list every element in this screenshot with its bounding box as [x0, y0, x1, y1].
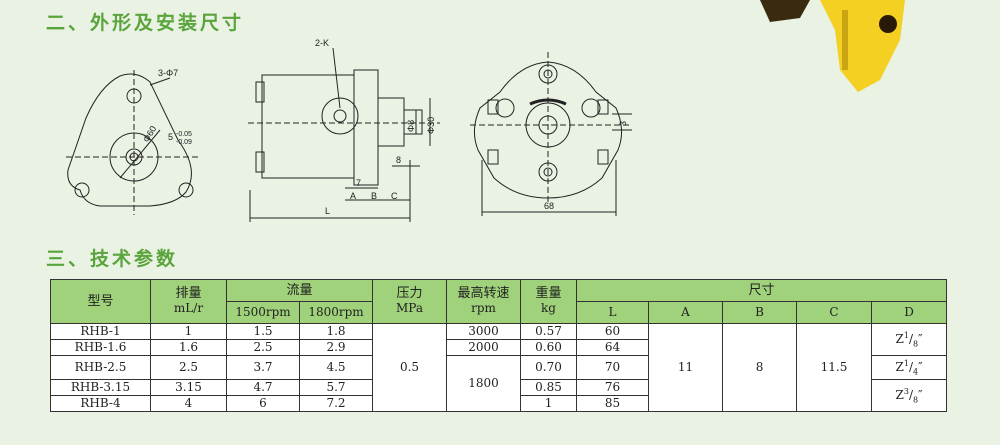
table-row: RHB-3.15 3.15 4.7 5.7 0.85 76 Z3/8″ — [50, 379, 948, 413]
cell-flow-1500: 4.7 — [226, 379, 300, 397]
header-model: 型号 — [50, 279, 151, 324]
cell-speed: 2000 — [446, 339, 522, 356]
cell-model: RHB-2.5 — [50, 354, 151, 381]
cell-dim-d: Z3/8″ — [871, 379, 948, 413]
cell-weight: 0.57 — [520, 323, 578, 340]
cell-speed: 1800 — [446, 354, 522, 413]
cell-dim-l: 64 — [576, 339, 650, 356]
cell-displacement: 3.15 — [150, 379, 227, 397]
side-view-drawing — [248, 47, 440, 222]
product-photo — [760, 0, 905, 92]
header-dim-a: A — [648, 301, 724, 324]
pilot-dia-label: Φ30 — [426, 117, 436, 134]
header-dim-c: C — [796, 301, 873, 324]
cell-weight: 1 — [520, 395, 578, 413]
cell-weight: 0.60 — [520, 339, 578, 356]
cell-dim-l: 85 — [576, 395, 650, 413]
header-flow: 流量 — [225, 279, 374, 302]
tolerance-label: 5 — [168, 132, 173, 142]
port-label: 2-K — [315, 38, 329, 48]
table-row: RHB-4 4 6 7.2 1 85 — [50, 395, 947, 413]
technical-drawings: 3-Φ7 Φ60 5 -0.05 -0.09 2-K Φ8 Φ30 8 7 A … — [66, 0, 905, 222]
cell-displacement: 1.6 — [150, 339, 227, 356]
cell-displacement: 4 — [150, 395, 227, 413]
cell-model: RHB-1.6 — [50, 339, 151, 356]
cell-displacement: 1 — [150, 323, 227, 340]
length7-label: 7 — [356, 178, 361, 188]
section-heading-specs: 三、技术参数 — [46, 248, 179, 270]
cell-flow-1800: 4.5 — [298, 354, 374, 381]
dim-c-label: C — [391, 191, 398, 201]
header-flow-1500: 1500rpm — [226, 301, 300, 324]
tolerance-upper: -0.05 — [176, 131, 192, 138]
cell-dim-a: 11 — [648, 322, 724, 413]
cell-flow-1500: 2.5 — [226, 339, 300, 356]
cell-weight: 0.85 — [520, 379, 578, 397]
front-view-drawing — [66, 70, 200, 215]
width68-label: 68 — [544, 201, 554, 211]
cell-model: RHB-4 — [50, 395, 151, 413]
key-width-label: 8 — [396, 155, 401, 165]
cell-model: RHB-3.15 — [50, 379, 151, 397]
table-row: RHB-2.5 2.5 3.7 4.5 1800 0.70 70 Z1/4″ — [50, 354, 948, 413]
cell-pressure: 0.5 — [372, 322, 448, 413]
header-dimensions: 尺寸 — [576, 279, 948, 302]
cell-flow-1500: 6 — [226, 395, 300, 413]
cell-flow-1800: 2.9 — [298, 339, 374, 356]
cell-dim-d: Z1/4″ — [871, 354, 948, 381]
cell-dim-l: 76 — [576, 379, 650, 397]
cell-flow-1800: 5.7 — [298, 379, 374, 397]
header-dim-l: L — [576, 301, 650, 324]
cell-dim-b: 8 — [722, 322, 798, 413]
cell-model: RHB-1 — [50, 323, 151, 340]
gap3-label: 3 — [618, 121, 628, 126]
section-heading-dimensions: 二、外形及安装尺寸 — [46, 12, 245, 34]
cell-displacement: 2.5 — [150, 354, 227, 381]
cell-flow-1500: 1.5 — [226, 323, 300, 340]
table-row: RHB-1 1 1.5 1.8 0.5 3000 0.57 60 11 8 11… — [50, 322, 948, 413]
cell-weight: 0.70 — [520, 354, 578, 381]
dim-a-label: A — [350, 191, 356, 201]
header-dim-d: D — [871, 301, 948, 324]
header-dim-b: B — [722, 301, 798, 324]
dim-l-label: L — [325, 206, 330, 216]
holes-label: 3-Φ7 — [158, 68, 178, 78]
dim-b-label: B — [371, 191, 377, 201]
shaft-dia-label: Φ8 — [406, 120, 416, 132]
cell-dim-d: Z1/8″ — [871, 323, 948, 356]
cell-dim-l: 60 — [576, 323, 650, 340]
table-row: RHB-1.6 1.6 2.5 2.9 2000 0.60 64 — [50, 339, 947, 356]
rear-view-drawing — [470, 52, 632, 216]
tolerance-lower: -0.09 — [176, 139, 192, 146]
cell-dim-l: 70 — [576, 354, 650, 381]
dia60-label: Φ60 — [141, 124, 158, 144]
cell-dim-c: 11.5 — [796, 322, 873, 413]
cell-flow-1500: 3.7 — [226, 354, 300, 381]
cell-flow-1800: 1.8 — [298, 323, 374, 340]
cell-speed: 3000 — [446, 323, 522, 340]
cell-flow-1800: 7.2 — [298, 395, 374, 413]
header-flow-1800: 1800rpm — [298, 301, 374, 324]
